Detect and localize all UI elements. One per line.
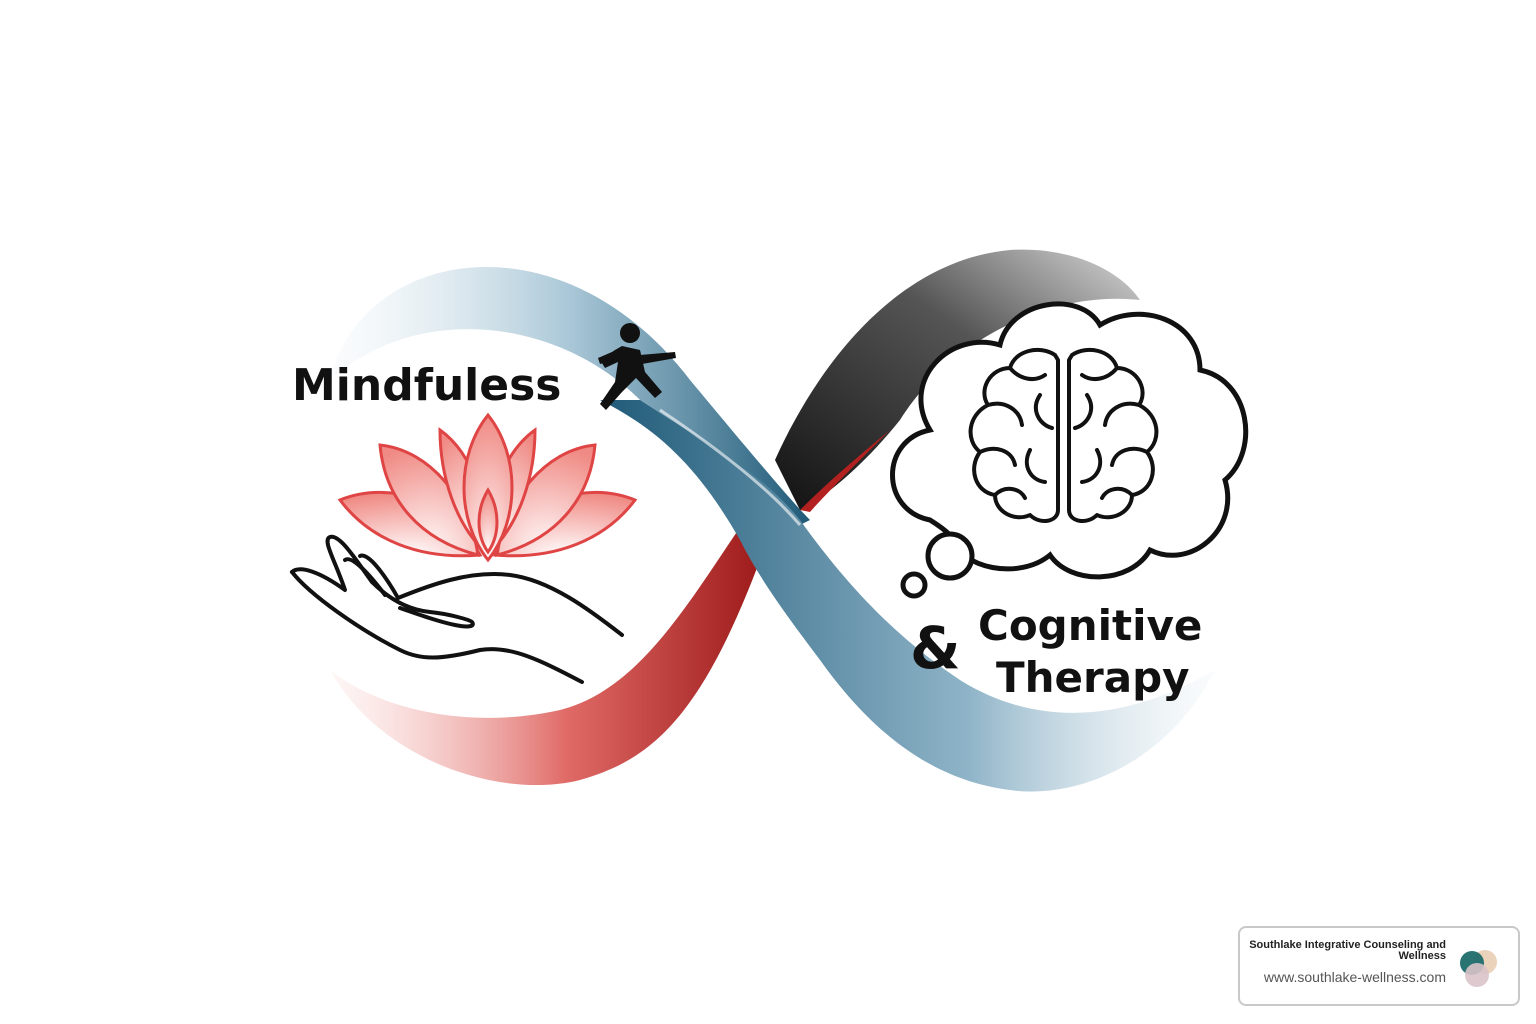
brand-logo-icon [1460, 950, 1497, 987]
open-hand-icon [290, 534, 624, 684]
walking-person-icon [598, 323, 676, 410]
logo-circle-mauve [1465, 963, 1489, 987]
brand-url-link[interactable]: www.southlake-wellness.com [1263, 969, 1446, 985]
brand-name: Southlake Integrative Counseling and Wel… [1249, 939, 1446, 962]
brain-icon [968, 347, 1159, 523]
lotus-icon [337, 412, 638, 563]
infinity-ribbon [330, 249, 1215, 792]
brand-badge[interactable]: Southlake Integrative Counseling and Wel… [1238, 926, 1520, 1006]
ampersand-label: & [910, 614, 961, 682]
therapy-label: Therapy [996, 653, 1190, 702]
mindfulness-label: Mindfuless [292, 360, 561, 411]
cognitive-label: Cognitive [978, 601, 1202, 650]
